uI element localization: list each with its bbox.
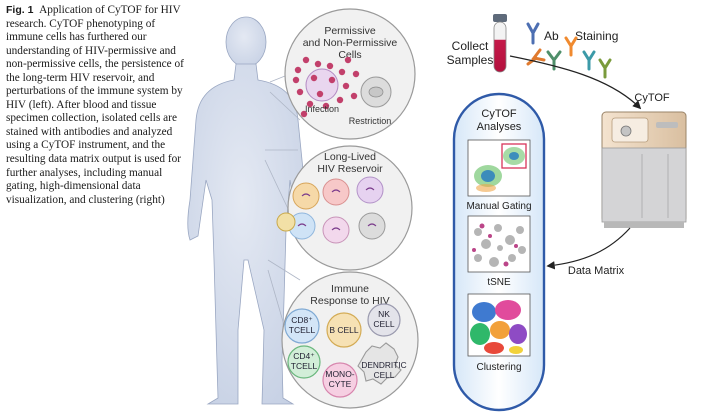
- monocyte: [322, 362, 358, 398]
- infection-label: Infection: [305, 104, 339, 114]
- cd4-label-2: TCELL: [291, 361, 318, 371]
- immune-title-2: Response to HIV: [310, 295, 389, 307]
- reservoir-title-1: Long-Lived: [324, 151, 376, 163]
- manual-gating-plot: [467, 139, 531, 197]
- tsne-plot: [467, 215, 531, 273]
- collect-label-1: Collect: [452, 39, 489, 53]
- collect-label-2: Samples: [447, 53, 494, 67]
- cd8-label-1: CD8⁺: [291, 315, 313, 325]
- immune-response-panel: Immune Response to HIV CD8⁺ TCELL B CELL…: [281, 271, 419, 409]
- hiv-reservoir-panel: Long-Lived HIV Reservoir: [276, 145, 413, 271]
- human-body-silhouette: [187, 16, 309, 405]
- provirus-marks: [297, 187, 377, 231]
- b-cell: [326, 312, 362, 348]
- reservoir-cells: [276, 176, 386, 244]
- nk-cell: [367, 303, 401, 337]
- cytof-instrument: [601, 111, 687, 228]
- analyses-title-2: Analyses: [477, 121, 522, 133]
- figure-caption: Fig. 1 Application of CyTOF for HIV rese…: [6, 4, 188, 207]
- cytof-label: CyTOF: [634, 92, 670, 104]
- monocyte-label-2: CYTE: [329, 379, 352, 389]
- clustering-label: Clustering: [476, 362, 521, 373]
- antibody-icons: [526, 22, 612, 79]
- clustering-plot: [467, 293, 531, 357]
- permissive-title-3: Cells: [338, 49, 361, 61]
- reservoir-title-2: HIV Reservoir: [317, 163, 383, 175]
- dendritic-label-2: CELL: [374, 370, 395, 380]
- monocyte-label-1: MONO-: [325, 369, 354, 379]
- staining-label: Staining: [575, 29, 618, 43]
- tsne-label: tSNE: [487, 277, 511, 288]
- arrow-to-cytof: [509, 55, 642, 110]
- manual-gating-label: Manual Gating: [466, 201, 531, 212]
- permissive-title-1: Permissive: [324, 25, 376, 37]
- cytof-analyses-panel: CyTOF Analyses Manual Gating: [452, 92, 546, 412]
- permissive-cells-panel: Permissive and Non-Permissive Cells Infe…: [284, 8, 416, 140]
- restriction-label: Restriction: [349, 116, 392, 126]
- cd4-tcell: [287, 345, 321, 379]
- bcell-label: B CELL: [329, 325, 359, 335]
- blood-tube: [493, 14, 507, 73]
- cd8-label-2: TCELL: [289, 325, 316, 335]
- permissive-title-2: and Non-Permissive: [303, 37, 398, 49]
- analyses-title-1: CyTOF: [481, 108, 517, 120]
- data-matrix-label: Data Matrix: [568, 265, 625, 277]
- collect-samples-step: Collect Samples: [447, 14, 507, 73]
- gate-box: [501, 143, 527, 169]
- nk-label-1: NK: [378, 309, 390, 319]
- caption-text: Application of CyTOF for HIV research. C…: [6, 4, 184, 206]
- antibody-staining-step: Ab Staining: [526, 22, 618, 79]
- ab-label: Ab: [544, 29, 559, 43]
- dendritic-cell: [357, 342, 402, 385]
- nk-label-2: CELL: [373, 319, 395, 329]
- virus-particles: [292, 56, 360, 118]
- cd8-tcell: [284, 308, 320, 344]
- cd4-label-1: CD4⁺: [293, 351, 315, 361]
- arrow-data-matrix: [546, 227, 631, 270]
- figure-label: Fig. 1: [6, 4, 34, 16]
- immune-title-1: Immune: [331, 283, 369, 295]
- dendritic-label-1: DENDRITIC: [361, 360, 406, 370]
